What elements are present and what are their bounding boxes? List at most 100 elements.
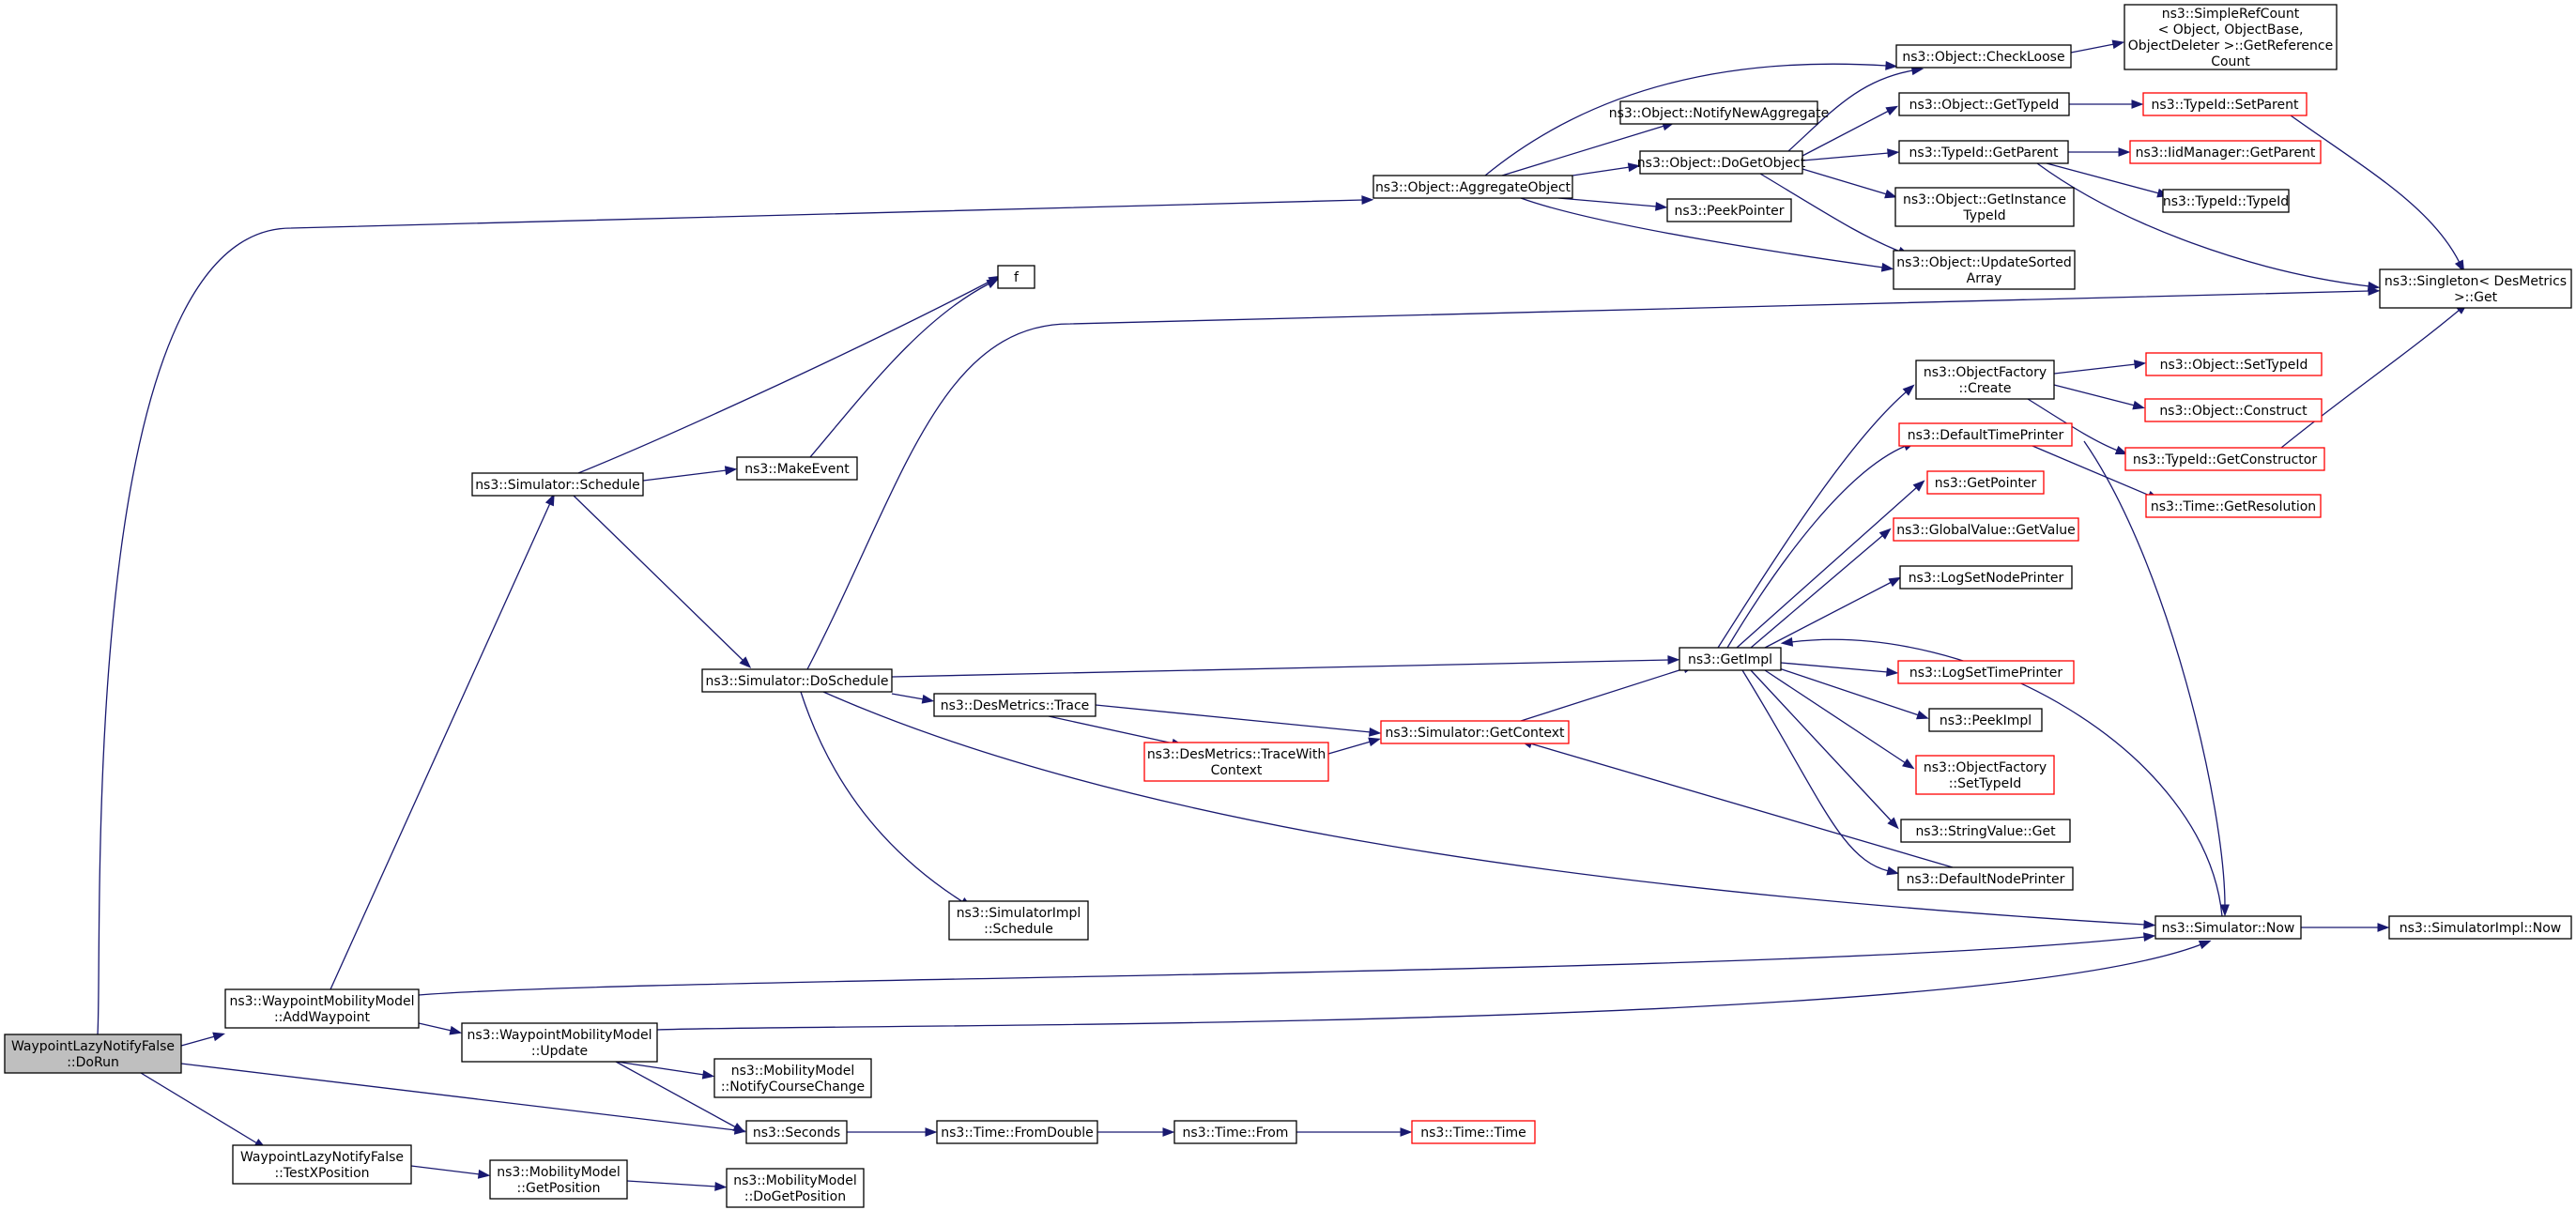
- edge-dnp-getcontext: [1520, 739, 1954, 868]
- edge-line: [1726, 445, 1907, 649]
- edge-gettypeid-setparent: [2069, 100, 2144, 109]
- node-testx[interactable]: WaypointLazyNotifyFalse::TestXPosition: [232, 1144, 412, 1185]
- node-box: [745, 1120, 848, 1144]
- node-simplerefcount[interactable]: ns3::SimpleRefCount< Object, ObjectBase,…: [2124, 4, 2338, 70]
- node-trace[interactable]: ns3::DesMetrics::Trace: [933, 693, 1096, 717]
- edge-getimpl-peekimpl: [1778, 667, 1929, 720]
- edge-line: [1750, 534, 1884, 649]
- node-ofsettypeid[interactable]: ns3::ObjectFactory::SetTypeId: [1915, 755, 2055, 795]
- edge-line: [1790, 638, 2223, 917]
- node-logsettime[interactable]: ns3::LogSetTimePrinter: [1897, 660, 2075, 684]
- node-box: [1915, 755, 2055, 795]
- arrowhead-icon: [2131, 100, 2144, 109]
- node-dtp[interactable]: ns3::DefaultTimePrinter: [1898, 422, 2073, 447]
- edge-line: [2053, 384, 2136, 406]
- node-checkloose[interactable]: ns3::Object::CheckLoose: [1895, 44, 2072, 69]
- node-simimplsched[interactable]: ns3::SimulatorImpl::Schedule: [948, 900, 1089, 941]
- node-getresolution[interactable]: ns3::Time::GetResolution: [2145, 494, 2322, 518]
- node-logsetnode[interactable]: ns3::LogSetNodePrinter: [1899, 565, 2073, 590]
- edge-line: [1048, 715, 1174, 744]
- edge-line: [1501, 125, 1665, 176]
- node-gvgetvalue[interactable]: ns3::GlobalValue::GetValue: [1893, 517, 2079, 542]
- node-getconstructor[interactable]: ns3::TypeId::GetConstructor: [2124, 447, 2325, 471]
- node-typeidtypeid[interactable]: ns3::TypeId::TypeId: [2162, 189, 2290, 213]
- edge-schedule-f: [577, 275, 1002, 474]
- node-singleton[interactable]: ns3::Singleton< DesMetrics >::Get: [2379, 268, 2572, 309]
- node-peekimpl[interactable]: ns3::PeekImpl: [1928, 708, 2043, 732]
- node-dnp[interactable]: ns3::DefaultNodePrinter: [1897, 866, 2074, 891]
- node-box: [1679, 647, 1782, 671]
- node-addwp[interactable]: ns3::WaypointMobilityModel::AddWaypoint: [224, 988, 420, 1029]
- node-iidgetparent[interactable]: ns3::IidManager::GetParent: [2129, 140, 2322, 164]
- node-getparent[interactable]: ns3::TypeId::GetParent: [1898, 140, 2069, 164]
- node-objsettypeid[interactable]: ns3::Object::SetTypeId: [2145, 352, 2323, 376]
- node-dogetpos[interactable]: ns3::MobilityModel::DoGetPosition: [726, 1168, 865, 1208]
- node-simnow[interactable]: ns3::Simulator::Now: [2154, 915, 2302, 940]
- node-from[interactable]: ns3::Time::From: [1173, 1120, 1297, 1144]
- node-label: Array: [1967, 271, 2002, 286]
- arrowhead-icon: [449, 1025, 463, 1035]
- node-schedule[interactable]: ns3::Simulator::Schedule: [471, 472, 644, 497]
- node-notifyagg[interactable]: ns3::Object::NotifyNewAggregate: [1609, 100, 1829, 125]
- node-box: [948, 900, 1089, 941]
- arrowhead-icon: [1361, 195, 1374, 205]
- node-getpos[interactable]: ns3::MobilityModel::GetPosition: [489, 1159, 628, 1200]
- node-simimplnow[interactable]: ns3::SimulatorImpl::Now: [2388, 915, 2572, 940]
- arrowhead-icon: [1916, 710, 1929, 720]
- edge-dtp-simnow: [2083, 440, 2230, 917]
- node-box: [1915, 360, 2055, 400]
- node-getcontext[interactable]: ns3::Simulator::GetContext: [1380, 720, 1570, 744]
- node-label: TypeId: [1962, 208, 2005, 223]
- edge-getcontext-getimpl: [1520, 664, 1695, 722]
- node-time[interactable]: ns3::Time::Time: [1411, 1120, 1536, 1144]
- node-label: ns3::TypeId::GetParent: [1909, 146, 2059, 161]
- node-notify[interactable]: ns3::MobilityModel::NotifyCourseChange: [713, 1058, 872, 1098]
- node-box: [726, 1168, 865, 1208]
- node-fromdouble[interactable]: ns3::Time::FromDouble: [936, 1120, 1098, 1144]
- node-getimpl[interactable]: ns3::GetImpl: [1679, 647, 1782, 671]
- arrowhead-icon: [1885, 60, 1898, 70]
- node-box: [2124, 447, 2325, 471]
- node-label: f: [1014, 270, 1020, 285]
- node-box: [1380, 720, 1570, 744]
- node-construct[interactable]: ns3::Object::Construct: [2144, 398, 2323, 422]
- edge-line: [642, 469, 728, 482]
- node-label: ns3::SimulatorImpl: [957, 906, 1081, 921]
- node-label: ns3::DefaultTimePrinter: [1908, 428, 2064, 443]
- edge-line: [2032, 445, 2151, 497]
- edge-line: [2046, 162, 2160, 194]
- node-peekptr[interactable]: ns3::PeekPointer: [1666, 198, 1792, 222]
- node-label: Count: [2211, 54, 2250, 69]
- node-label: ns3::Simulator::Now: [2162, 921, 2295, 936]
- edge-ofcreate-getconstructor: [2027, 398, 2128, 455]
- edge-line: [1759, 173, 1901, 253]
- arrowhead-icon: [1886, 865, 1900, 876]
- node-label: ns3::Object::GetInstance: [1903, 192, 2066, 207]
- arrowhead-icon: [1780, 636, 1794, 647]
- node-ofcreate[interactable]: ns3::ObjectFactory::Create: [1915, 360, 2055, 400]
- edge-schedule-doschedule: [573, 495, 752, 668]
- node-update[interactable]: ns3::WaypointMobilityModel::Update: [461, 1022, 658, 1063]
- node-setparent[interactable]: ns3::TypeId::SetParent: [2142, 92, 2308, 116]
- node-box: [2129, 140, 2322, 164]
- arrowhead-icon: [701, 1069, 715, 1080]
- node-dogetobj[interactable]: ns3::Object::DoGetObject: [1637, 150, 1806, 175]
- node-label: ns3::MobilityModel: [731, 1064, 855, 1079]
- node-gettypeid[interactable]: ns3::Object::GetTypeId: [1898, 92, 2070, 116]
- node-label: ns3::Object::DoGetObject: [1637, 156, 1806, 171]
- node-getpointer[interactable]: ns3::GetPointer: [1926, 470, 2045, 495]
- arrowhead-icon: [986, 278, 1000, 289]
- arrowhead-icon: [1878, 528, 1892, 540]
- node-seconds[interactable]: ns3::Seconds: [745, 1120, 848, 1144]
- node-aggregate[interactable]: ns3::Object::AggregateObject: [1372, 175, 1573, 199]
- edge-line: [891, 693, 925, 700]
- node-label: ns3::Time::From: [1183, 1126, 1289, 1141]
- node-f[interactable]: f: [997, 265, 1035, 289]
- node-makeevent[interactable]: ns3::MakeEvent: [736, 456, 858, 481]
- node-doschedule[interactable]: ns3::Simulator::DoSchedule: [701, 668, 893, 693]
- node-svget[interactable]: ns3::StringValue::Get: [1900, 819, 2071, 843]
- node-box: [1928, 708, 2043, 732]
